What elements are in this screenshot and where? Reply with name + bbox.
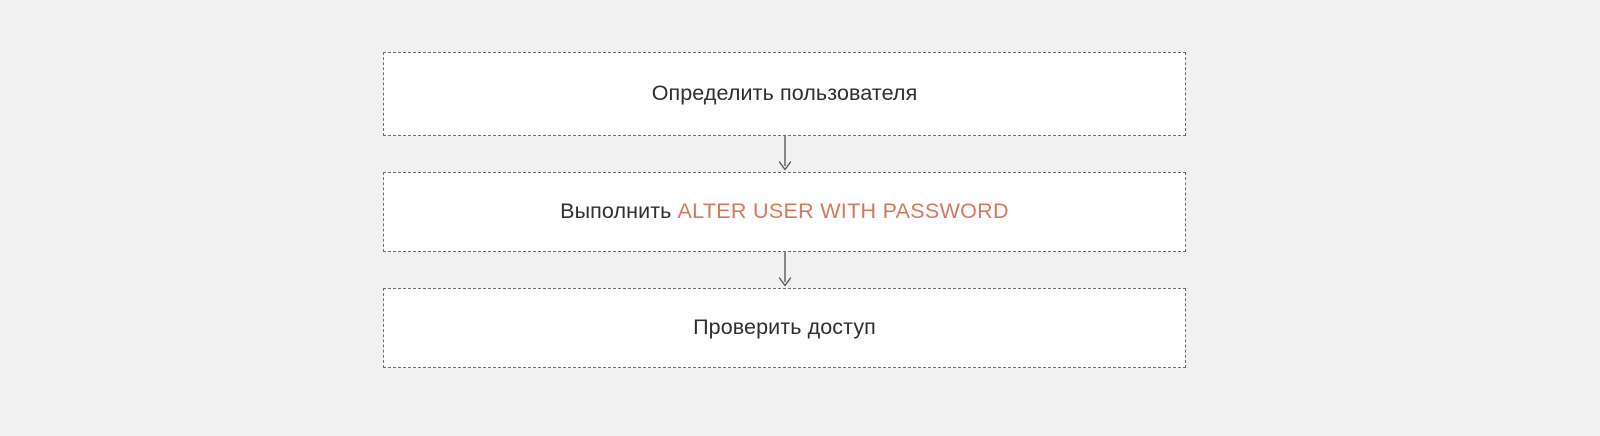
flowchart-connector-arrow-2 <box>383 252 1186 288</box>
flowchart-node-step-1: Определить пользователя <box>383 52 1186 136</box>
flowchart-node-code-step-2: ALTER USER WITH PASSWORD <box>677 199 1009 224</box>
flowchart-node-text-step-1: Определить пользователя <box>651 81 918 106</box>
flowchart-node-step-3: Проверить доступ <box>383 288 1186 368</box>
flowchart-node-column: Определить пользователя Выполнить ALTER … <box>383 52 1186 368</box>
arrow-down-icon <box>778 252 791 287</box>
flowchart-node-label-step-2: Выполнить ALTER USER WITH PASSWORD <box>560 199 1009 225</box>
flowchart-node-label-step-3: Проверить доступ <box>693 315 876 341</box>
flowchart-node-label-step-1: Определить пользователя <box>652 81 918 107</box>
flowchart-node-step-2: Выполнить ALTER USER WITH PASSWORD <box>383 172 1186 252</box>
flowchart-node-text-step-2: Выполнить <box>560 199 678 224</box>
flowchart-node-text-step-3: Проверить доступ <box>693 315 876 340</box>
flowchart-connector-arrow-1 <box>383 136 1186 172</box>
arrow-down-icon <box>778 136 791 171</box>
